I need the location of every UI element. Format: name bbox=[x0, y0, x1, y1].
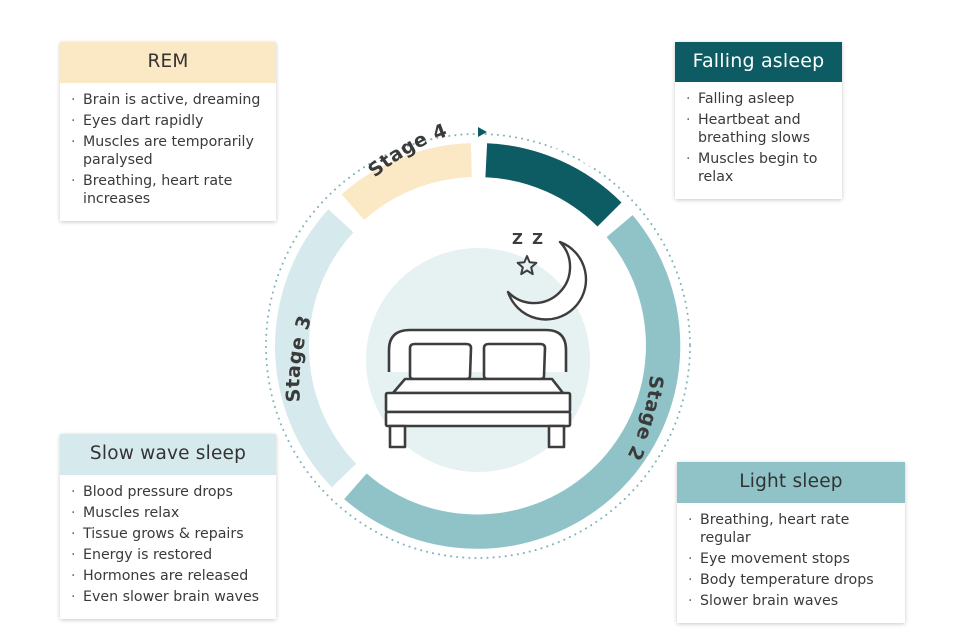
outer-dotted-ring bbox=[265, 133, 691, 559]
falling-asleep-card-title: Falling asleep bbox=[675, 42, 842, 82]
list-item: Muscles begin to relax bbox=[686, 150, 832, 186]
moon-icon bbox=[506, 240, 588, 321]
rem-card-title: REM bbox=[60, 42, 276, 83]
list-item: Brain is active, dreaming bbox=[71, 91, 266, 109]
list-item: Eyes dart rapidly bbox=[71, 112, 266, 130]
slow-wave-sleep-card: Slow wave sleep Blood pressure drops Mus… bbox=[60, 434, 276, 619]
list-item: Muscles are temporarily paralysed bbox=[71, 133, 266, 169]
list-item: Blood pressure drops bbox=[71, 483, 266, 501]
list-item: Slower brain waves bbox=[688, 592, 895, 610]
falling-asleep-card: Falling asleep Falling asleep Heartbeat … bbox=[675, 42, 842, 199]
slow-wave-sleep-list: Blood pressure drops Muscles relax Tissu… bbox=[60, 475, 276, 619]
stage-3-segment bbox=[275, 209, 357, 488]
list-item: Muscles relax bbox=[71, 504, 266, 522]
star-icon bbox=[516, 255, 538, 276]
list-item: Heartbeat and breathing slows bbox=[686, 111, 832, 147]
list-item: Falling asleep bbox=[686, 90, 832, 108]
list-item: Even slower brain waves bbox=[71, 588, 266, 606]
bed-icon bbox=[384, 328, 572, 449]
falling-asleep-list: Falling asleep Heartbeat and breathing s… bbox=[675, 82, 842, 199]
arrow-icon bbox=[478, 127, 487, 137]
rem-list: Brain is active, dreaming Eyes dart rapi… bbox=[60, 83, 276, 221]
stage-2-segment bbox=[344, 215, 681, 549]
list-item: Breathing, heart rate increases bbox=[71, 172, 266, 208]
list-item: Eye movement stops bbox=[688, 550, 895, 568]
stage-1-segment bbox=[485, 143, 622, 227]
list-item: Breathing, heart rate regular bbox=[688, 511, 895, 547]
light-sleep-list: Breathing, heart rate regular Eye moveme… bbox=[677, 503, 905, 623]
list-item: Hormones are released bbox=[71, 567, 266, 585]
light-sleep-card: Light sleep Breathing, heart rate regula… bbox=[677, 462, 905, 623]
list-item: Body temperature drops bbox=[688, 571, 895, 589]
list-item: Energy is restored bbox=[71, 546, 266, 564]
light-sleep-card-title: Light sleep bbox=[677, 462, 905, 503]
rem-card: REM Brain is active, dreaming Eyes dart … bbox=[60, 42, 276, 221]
zz-icon: Z Z bbox=[512, 230, 545, 248]
list-item: Tissue grows & repairs bbox=[71, 525, 266, 543]
slow-wave-sleep-card-title: Slow wave sleep bbox=[60, 434, 276, 475]
stage-4-segment bbox=[341, 143, 472, 220]
